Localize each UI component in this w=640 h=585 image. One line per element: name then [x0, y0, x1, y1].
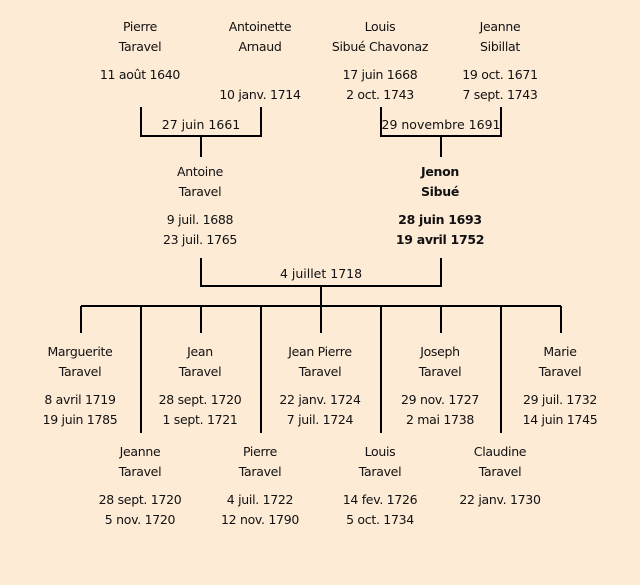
marriage-date-parents: 4 juillet 1718	[279, 266, 363, 281]
birth-date: 14 fev. 1726	[342, 492, 418, 507]
last-name: Sibillat	[480, 39, 520, 54]
last-name: Taravel	[358, 464, 402, 479]
last-name: Taravel	[58, 364, 102, 379]
first-name: Jean	[187, 344, 213, 359]
first-name: Jeanne	[479, 19, 521, 34]
last-name: Taravel	[118, 464, 162, 479]
death-date: 1 sept. 1721	[162, 412, 238, 427]
birth-date: 19 oct. 1671	[462, 67, 538, 82]
birth-date: 11 août 1640	[99, 67, 181, 82]
death-date: 19 juin 1785	[42, 412, 118, 427]
first-name: Pierre	[122, 19, 158, 34]
birth-date: 4 juil. 1722	[226, 492, 294, 507]
last-name: Sibué	[420, 184, 460, 199]
last-name: Taravel	[538, 364, 582, 379]
first-name: Louis	[364, 19, 396, 34]
parents-bracket	[200, 258, 442, 306]
last-name: Taravel	[478, 464, 522, 479]
first-name: Joseph	[420, 344, 460, 359]
death-date: 19 avril 1752	[395, 232, 485, 247]
birth-date: 9 juil. 1688	[166, 212, 234, 227]
marriage-date-left: 27 juin 1661	[161, 117, 241, 132]
first-name: Antoinette	[228, 19, 292, 34]
last-name: Taravel	[418, 364, 462, 379]
death-date: 2 mai 1738	[405, 412, 475, 427]
birth-date: 17 juin 1668	[342, 67, 418, 82]
death-date: 7 sept. 1743	[462, 87, 538, 102]
birth-date: 22 janv. 1724	[279, 392, 361, 407]
birth-date: 22 janv. 1730	[459, 492, 541, 507]
grandparents-right-bracket	[380, 107, 502, 157]
first-name: Jeanne	[119, 444, 161, 459]
last-name: Sibué Chavonaz	[331, 39, 429, 54]
birth-date: 29 nov. 1727	[400, 392, 480, 407]
first-name: Marie	[543, 344, 577, 359]
grandparents-left-bracket	[140, 107, 262, 157]
last-name: Taravel	[178, 184, 222, 199]
birth-date: 29 juil. 1732	[522, 392, 598, 407]
birth-date: 28 sept. 1720	[158, 392, 242, 407]
first-name: Jean Pierre	[288, 344, 352, 359]
first-name: Marguerite	[47, 344, 113, 359]
first-name: Jenon	[420, 164, 459, 179]
last-name: Arnaud	[238, 39, 282, 54]
death-date: 14 juin 1745	[522, 412, 598, 427]
birth-date: 28 sept. 1720	[98, 492, 182, 507]
death-date: 5 nov. 1720	[104, 512, 176, 527]
marriage-date-right: 29 novembre 1691	[381, 117, 501, 132]
birth-date: 28 juin 1693	[398, 212, 482, 227]
death-date: 2 oct. 1743	[346, 87, 414, 102]
last-name: Taravel	[118, 39, 162, 54]
last-name: Taravel	[298, 364, 342, 379]
death-date: 12 nov. 1790	[220, 512, 300, 527]
first-name: Antoine	[176, 164, 223, 179]
first-name: Pierre	[242, 444, 278, 459]
children-bar	[80, 305, 562, 433]
birth-date: 8 avril 1719	[44, 392, 116, 407]
death-date: 23 juil. 1765	[162, 232, 238, 247]
last-name: Taravel	[178, 364, 222, 379]
first-name: Claudine	[473, 444, 527, 459]
death-date: 5 oct. 1734	[346, 512, 414, 527]
last-name: Taravel	[238, 464, 282, 479]
first-name: Louis	[364, 444, 396, 459]
death-date: 10 janv. 1714	[219, 87, 301, 102]
death-date: 7 juil. 1724	[286, 412, 354, 427]
